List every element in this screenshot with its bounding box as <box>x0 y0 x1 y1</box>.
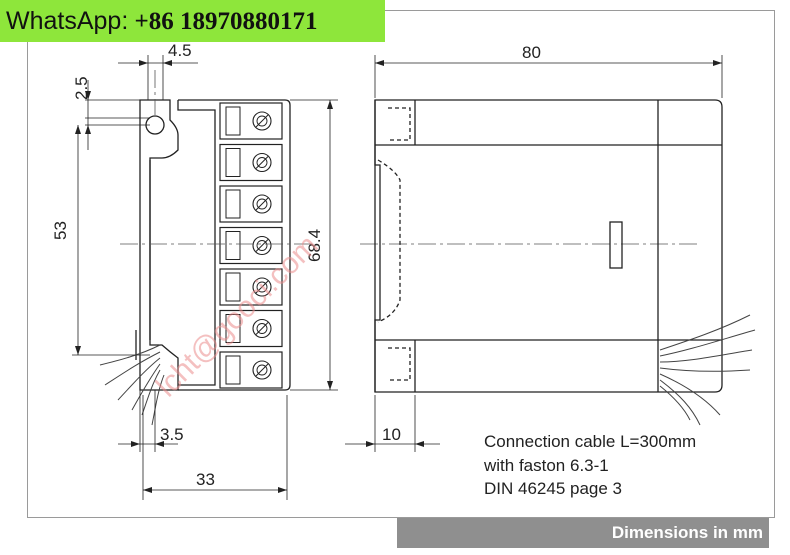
terminal-block <box>219 102 283 389</box>
caption-text: Dimensions in mm <box>611 523 763 542</box>
cable-note: Connection cable L=300mm with faston 6.3… <box>484 430 696 501</box>
drawing-frame <box>27 10 775 518</box>
dim-10: 10 <box>382 425 401 444</box>
terminal-screw <box>219 226 283 265</box>
centerlines <box>120 70 700 245</box>
terminal-screw <box>219 185 283 223</box>
cable-note-line-3: DIN 46245 page 3 <box>484 479 622 498</box>
dim-53: 53 <box>51 221 70 240</box>
cable-note-line-1: Connection cable L=300mm <box>484 432 697 451</box>
dim-68-4: 68.4 <box>305 229 324 262</box>
dim-33: 33 <box>196 470 215 489</box>
whatsapp-number[interactable]: +86 18970880171 <box>134 8 318 35</box>
terminal-screw <box>219 102 283 140</box>
side-view-body <box>374 99 723 393</box>
front-view-body <box>135 99 291 391</box>
terminal-screw <box>219 268 283 306</box>
dimension-lines <box>72 55 723 500</box>
dim-80: 80 <box>522 43 541 62</box>
terminal-screw <box>219 309 283 348</box>
dim-3-5: 3.5 <box>160 425 184 444</box>
terminal-screw <box>219 143 283 182</box>
whatsapp-label: WhatsApp: <box>6 7 129 35</box>
dim-2-5: 2.5 <box>72 76 91 100</box>
dim-4-5: 4.5 <box>168 41 192 60</box>
terminal-screw <box>219 351 283 389</box>
whatsapp-banner[interactable]: WhatsApp: +86 18970880171 <box>0 0 385 42</box>
dimension-arrows <box>75 60 722 493</box>
caption-bar: Dimensions in mm <box>397 518 769 548</box>
side-cable <box>659 314 756 426</box>
cable-note-line-2: with faston 6.3-1 <box>484 455 609 475</box>
front-cable <box>99 344 165 426</box>
